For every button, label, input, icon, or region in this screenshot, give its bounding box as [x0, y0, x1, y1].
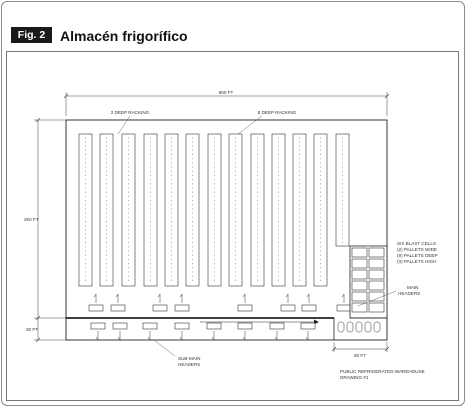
main-header-unit	[152, 304, 168, 312]
drawing-caption-line: PUBLIC REFRIGERATED WAREHOUSE	[340, 369, 425, 374]
blast-cell	[351, 291, 368, 302]
sub-main-header-unit	[112, 322, 128, 330]
main-header-unit	[237, 304, 253, 312]
height-dimension-label: 250 FT	[24, 217, 39, 222]
blast-cell-dock-unit	[337, 321, 345, 333]
main-header-unit	[301, 304, 317, 312]
blast-cell	[351, 280, 368, 291]
blast-cell	[368, 269, 385, 280]
rack-row	[207, 133, 222, 287]
sub-main-header-unit	[269, 322, 285, 330]
blast-cells-note-line: SIX BLAST CELLS	[397, 241, 436, 246]
sub-main-header-units	[90, 319, 319, 341]
main-header-unit	[88, 304, 104, 312]
blast-cell	[351, 247, 368, 258]
blast-cell	[351, 269, 368, 280]
blast-cells-note-line: (3) PALLETS HIGH	[397, 259, 436, 264]
rack-row	[185, 133, 200, 287]
blast-width-dimension: 60 FT	[331, 342, 390, 358]
sub-main-header-unit	[237, 322, 253, 330]
rack-row	[228, 133, 243, 287]
sub-main-header-unit	[206, 322, 222, 330]
rack-row	[78, 133, 93, 287]
rack-row	[313, 133, 328, 287]
main-headers-callout: MAIN HEADERS	[357, 285, 420, 307]
blast-cell-dock-unit	[355, 321, 363, 333]
rack-row	[292, 133, 307, 287]
blast-cell	[368, 258, 385, 269]
warehouse-outline	[65, 119, 388, 341]
drawing-border	[6, 51, 459, 401]
drawing-caption-line: DRAWING #1	[340, 375, 369, 380]
blast-cell	[351, 258, 368, 269]
blast-cell-dock-unit	[364, 321, 372, 333]
blast-cell	[368, 302, 385, 313]
main-header-unit	[280, 304, 296, 312]
rack-row	[250, 133, 265, 287]
main-header-unit	[110, 304, 126, 312]
sub-main-headers-callout: SUB-MAIN HEADERS	[153, 339, 200, 367]
rack-row	[164, 133, 179, 287]
sub-main-headers-label-line: SUB-MAIN	[178, 356, 200, 361]
main-header-unit	[174, 304, 190, 312]
blast-cells-note: SIX BLAST CELLS (2) PALLETS WIDE (9) PAL…	[397, 241, 438, 264]
sub-main-header-unit	[300, 322, 316, 330]
sub-main-headers-label-line: HEADERS	[178, 362, 200, 367]
blast-cell	[368, 280, 385, 291]
main-header-unit	[336, 304, 352, 312]
dock-dimension-label: 30 FT	[26, 327, 38, 332]
blast-cells	[337, 245, 388, 333]
sub-main-header-unit	[174, 322, 190, 330]
rack-row	[271, 133, 286, 287]
rack-row	[143, 133, 158, 287]
height-dimension: 250 FT 30 FT	[24, 117, 66, 343]
drawing-caption: PUBLIC REFRIGERATED WAREHOUSE DRAWING #1	[340, 369, 425, 380]
main-header-units	[88, 293, 352, 312]
rack-row	[335, 133, 350, 247]
rack-rows	[78, 133, 350, 287]
racking-labels: 2 DEEP RACKING 8 DEEP RACKING	[111, 110, 297, 135]
figure-badge: Fig. 2	[11, 27, 52, 43]
racking-label-2-deep: 2 DEEP RACKING	[111, 110, 150, 115]
figure-title: Almacén frigorífico	[60, 28, 188, 44]
blast-cells-note-line: (2) PALLETS WIDE	[397, 247, 437, 252]
width-dimension: 800 FT	[63, 90, 390, 116]
blast-cell-dock-unit	[373, 321, 381, 333]
sub-main-header-unit	[142, 322, 158, 330]
blast-cell	[368, 247, 385, 258]
rack-row	[99, 133, 114, 287]
main-headers-label-line: MAIN	[407, 285, 418, 290]
blast-width-label: 60 FT	[354, 353, 366, 358]
rack-row	[121, 133, 136, 287]
blast-cell	[368, 291, 385, 302]
racking-label-8-deep: 8 DEEP RACKING	[258, 110, 297, 115]
width-dimension-label: 800 FT	[219, 90, 234, 95]
main-headers-label-line: HEADERS	[398, 291, 420, 296]
blast-cell	[351, 302, 368, 313]
blast-cell-dock-unit	[346, 321, 354, 333]
sub-main-header-unit	[90, 322, 106, 330]
blast-cells-note-line: (9) PALLETS DEEP	[397, 253, 438, 258]
